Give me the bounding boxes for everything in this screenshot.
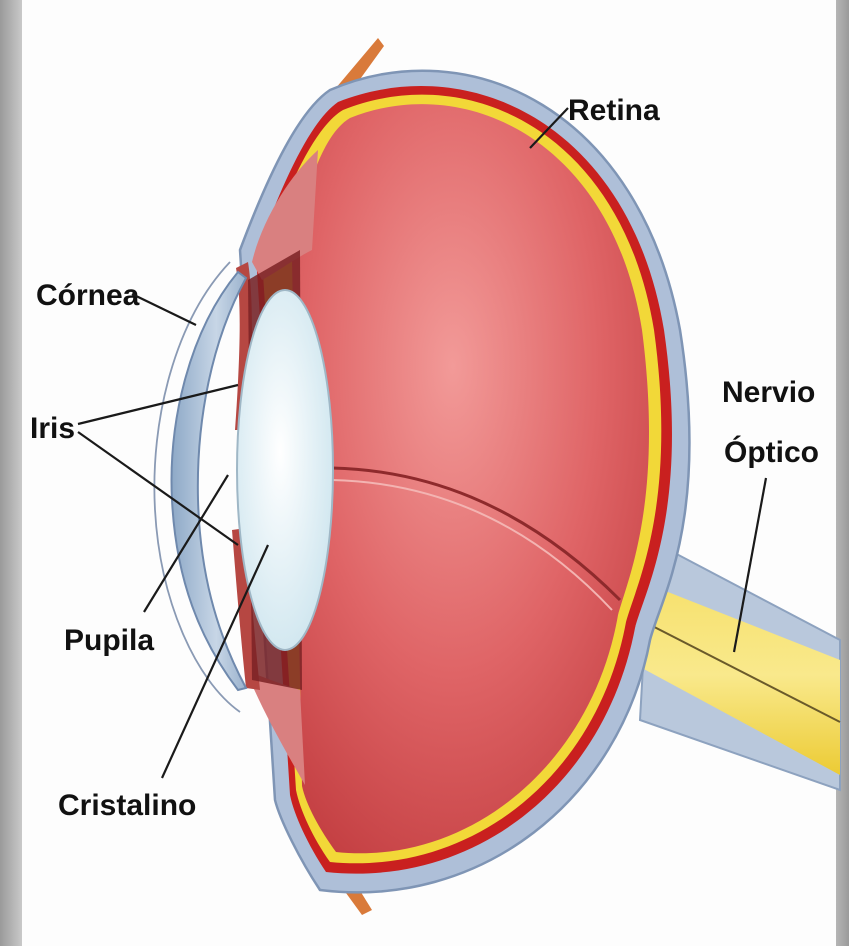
leader-iris-lower	[78, 432, 238, 545]
label-cristalino: Cristalino	[58, 789, 196, 822]
label-cornea: Córnea	[36, 279, 140, 312]
lens	[237, 290, 333, 650]
leader-cornea	[132, 294, 196, 325]
label-pupila: Pupila	[64, 624, 154, 657]
leader-iris-upper	[78, 385, 238, 424]
label-retina: Retina	[568, 94, 660, 127]
label-iris: Iris	[30, 412, 75, 445]
label-nervio: Nervio	[722, 376, 815, 409]
cornea	[172, 272, 246, 690]
label-optico: Óptico	[724, 435, 819, 469]
